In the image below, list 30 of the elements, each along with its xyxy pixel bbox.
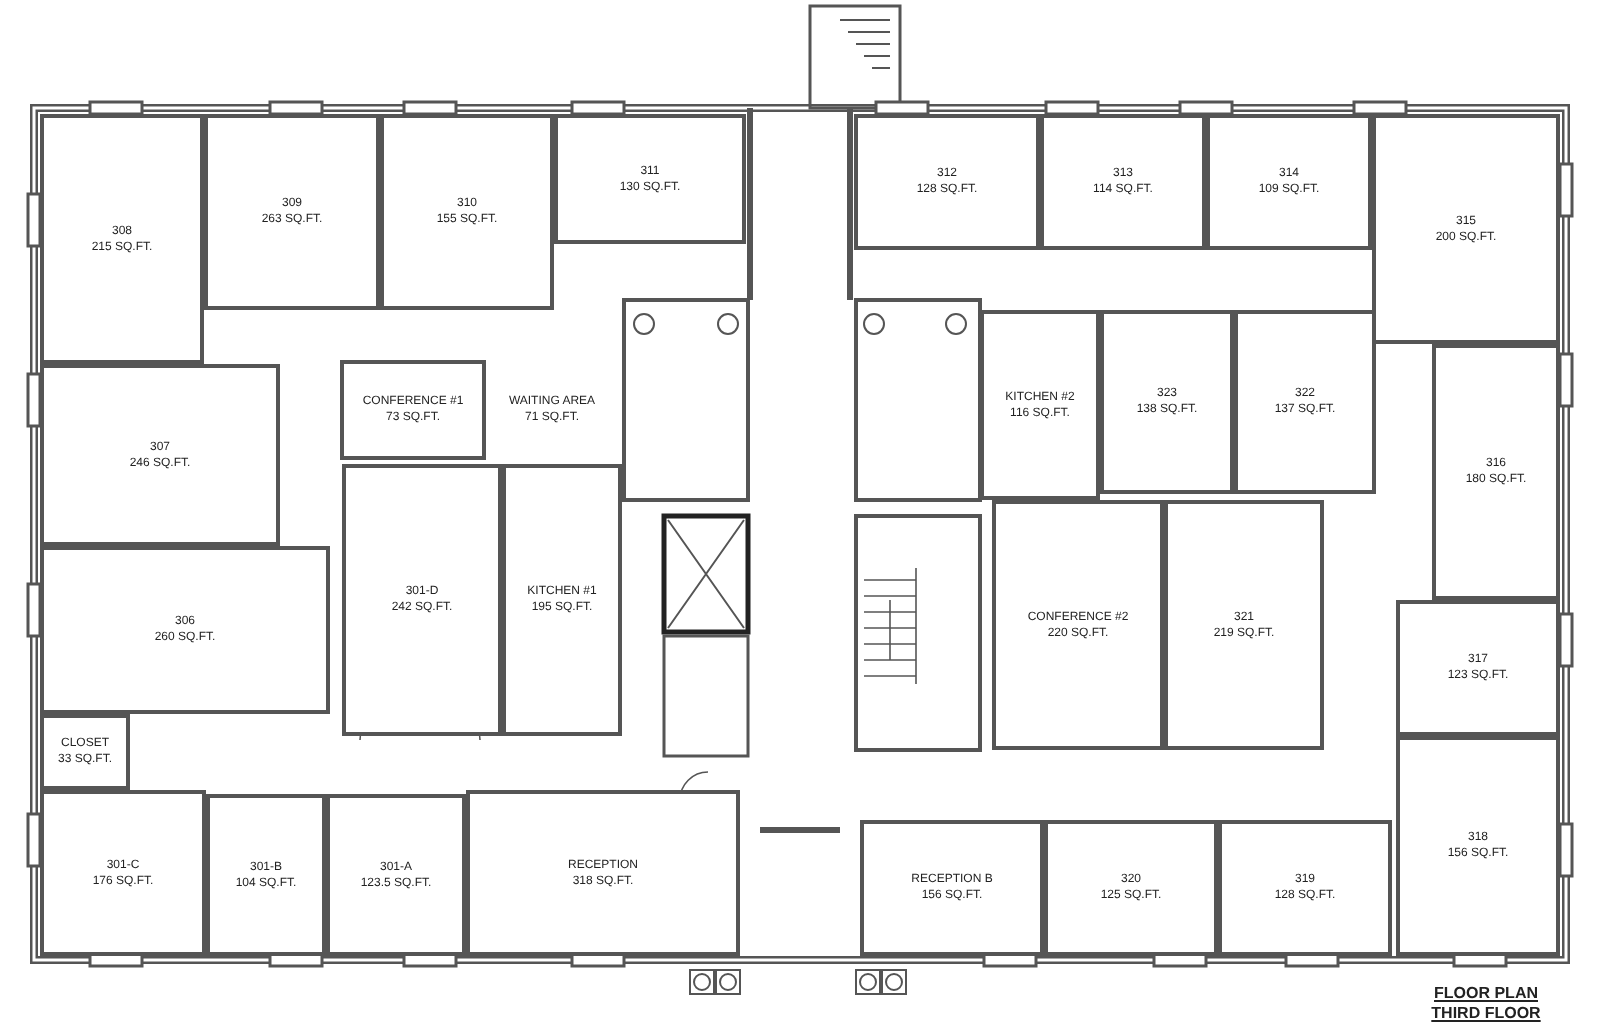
room — [466, 790, 740, 956]
room — [854, 114, 1040, 250]
room — [342, 464, 502, 736]
room — [502, 464, 622, 736]
room — [204, 114, 380, 310]
room — [326, 794, 466, 956]
drawing-title: FLOOR PLAN THIRD FLOOR — [1429, 984, 1543, 1024]
room — [980, 310, 1100, 500]
room — [1206, 114, 1372, 250]
room — [992, 500, 1164, 750]
room — [40, 114, 204, 364]
room — [40, 546, 330, 714]
room — [1044, 820, 1218, 956]
room — [1372, 114, 1560, 344]
room — [380, 114, 554, 310]
room — [860, 820, 1044, 956]
room — [40, 790, 206, 956]
room — [40, 364, 280, 546]
room — [554, 114, 746, 244]
room — [1164, 500, 1324, 750]
room — [340, 360, 486, 460]
room — [1396, 736, 1560, 956]
room — [1432, 344, 1560, 600]
room — [1040, 114, 1206, 250]
room — [1100, 310, 1234, 494]
room — [1396, 600, 1560, 736]
room — [206, 794, 326, 956]
room — [1234, 310, 1376, 494]
room — [40, 714, 130, 790]
room — [1218, 820, 1392, 956]
